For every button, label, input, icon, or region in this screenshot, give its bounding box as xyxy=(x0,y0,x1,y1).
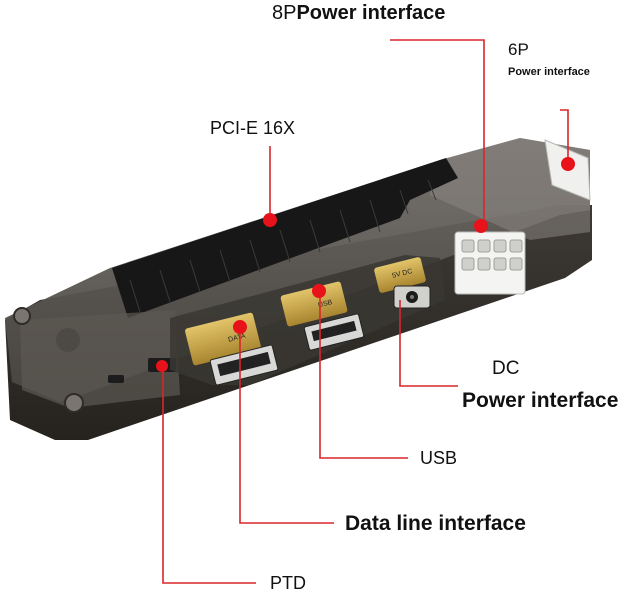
port-label-dc: 5V DC xyxy=(392,268,414,280)
marker-data xyxy=(233,320,247,334)
marker-6p xyxy=(561,157,575,171)
eight-pin-holes xyxy=(461,239,523,271)
board-component xyxy=(56,328,80,352)
leader-usb xyxy=(319,292,408,459)
label-ptd: PTD xyxy=(270,573,306,593)
marker-usb xyxy=(312,284,326,298)
label-pcie: PCI-E 16X xyxy=(210,118,296,138)
pcie-pins xyxy=(129,179,437,313)
label-6p-power: Power interface xyxy=(508,66,590,78)
small-switch xyxy=(108,375,124,383)
label-8p-prefix: 8P xyxy=(272,2,297,24)
screw-hole-left xyxy=(13,307,31,325)
usb-port-frame xyxy=(280,281,348,327)
pcie-slot xyxy=(112,158,458,318)
label-data-line: Data line interface xyxy=(345,512,526,535)
leader-data xyxy=(239,328,334,524)
port-label-data: DATA xyxy=(228,333,247,344)
marker-ptd xyxy=(156,360,168,372)
leader-lines xyxy=(162,39,569,584)
leader-6p xyxy=(560,109,569,162)
screw-hole-front xyxy=(64,393,84,413)
port-label-usb: USB xyxy=(317,299,333,309)
marker-8p xyxy=(474,219,488,233)
leader-ptd xyxy=(162,368,256,584)
dc-port-frame xyxy=(374,257,426,293)
leader-8p xyxy=(390,39,485,225)
leader-dc xyxy=(399,300,458,387)
label-8p-main: Power interface xyxy=(296,2,446,24)
label-dc: DC xyxy=(492,358,520,379)
markers xyxy=(156,157,575,372)
label-usb: USB xyxy=(420,448,458,468)
label-dc-power: Power interface xyxy=(462,389,619,412)
label-6p: 6P xyxy=(508,40,529,59)
marker-pcie xyxy=(263,213,277,227)
label-8p-power: 8PPower interface xyxy=(272,2,445,25)
